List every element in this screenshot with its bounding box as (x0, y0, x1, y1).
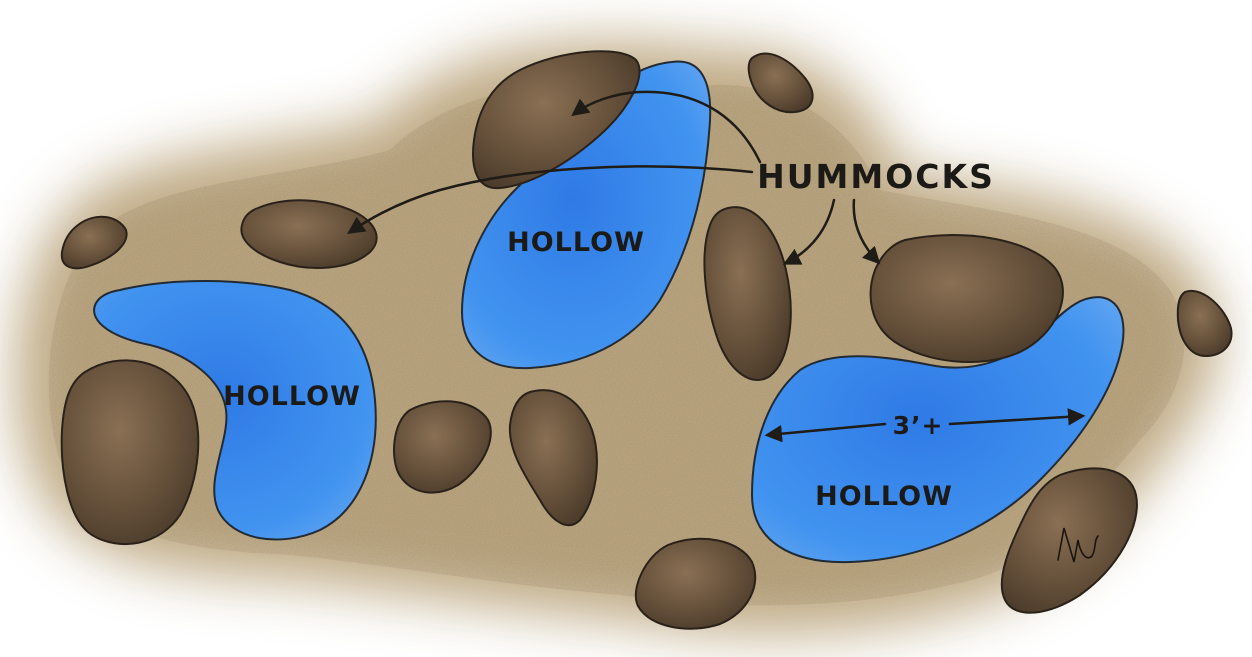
rock-left-large (62, 360, 199, 544)
hollow-right-label: HOLLOW (815, 481, 953, 512)
hollow-top-label: HOLLOW (507, 227, 645, 258)
hollow-left-label: HOLLOW (223, 381, 361, 412)
dimension-label: 3’+ (893, 411, 944, 440)
rock-right-large (871, 235, 1063, 362)
hummocks-label: HUMMOCKS (757, 157, 995, 196)
